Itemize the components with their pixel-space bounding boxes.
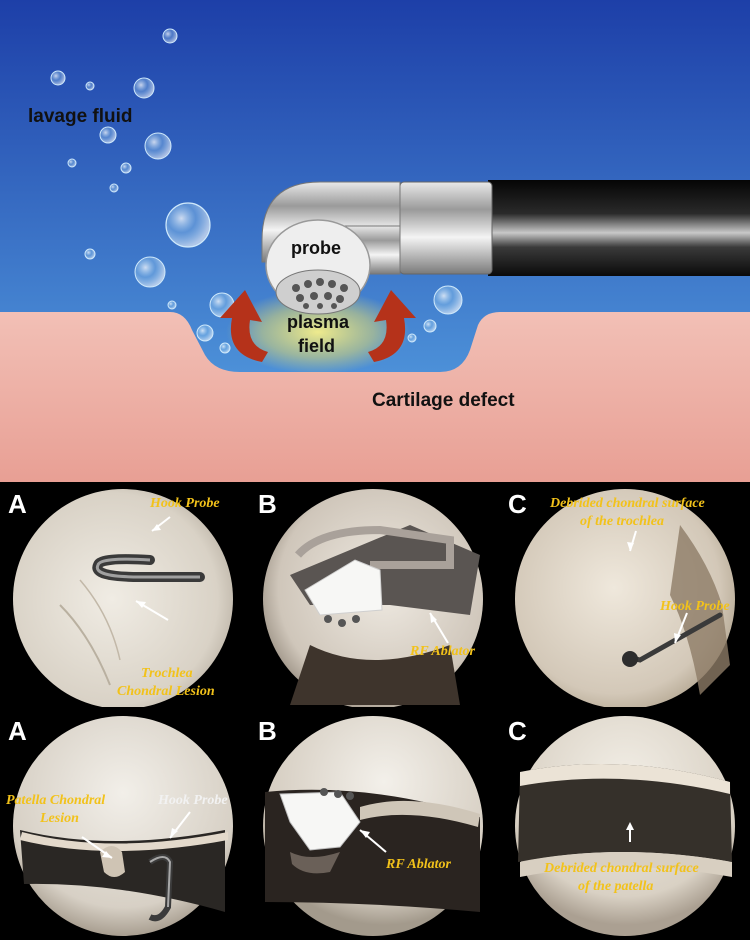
annotation-hook-probe: Hook Probe <box>158 793 228 808</box>
arthroscopic-view <box>13 716 233 936</box>
arthroscopic-view <box>515 716 735 936</box>
schematic-drawing <box>0 0 750 482</box>
rf-probe-instrument <box>261 180 750 315</box>
probe-label: probe <box>291 238 342 258</box>
plasma-label: plasma <box>287 312 350 332</box>
field-label: field <box>298 336 336 356</box>
annotation-rf-ablator: RF Ablator <box>386 857 451 872</box>
annotation-chondral-lesion: Chondral Lesion <box>117 684 215 699</box>
annotation-hook-probe: Hook Probe <box>150 496 220 511</box>
panel-row2-a: A Patella Chondral Lesion Hook Probe <box>0 712 246 940</box>
rf-ablation-schematic: lavage fluid probe plasma field Cartilag… <box>0 0 750 482</box>
panel-row1-b: B RF Ablator <box>250 485 496 707</box>
annotation-trochlea: Trochlea <box>141 666 193 681</box>
arthroscopic-view <box>263 716 483 936</box>
panel-letter: B <box>258 489 277 519</box>
panel-row2-b: B RF Ablator <box>250 712 496 940</box>
panel-letter: C <box>508 489 527 519</box>
annotation-lesion: Lesion <box>40 811 79 826</box>
panel-row1-a: A Hook Probe Trochlea Chondral Lesion <box>0 485 246 707</box>
panel-row1-c: C Debrided chondral surface of the troch… <box>500 485 750 707</box>
panel-letter: B <box>258 716 277 746</box>
annotation-debrided-surface: Debrided chondral surface <box>550 496 705 511</box>
annotation-rf-ablator: RF Ablator <box>410 644 475 659</box>
annotation-patella-chondral: Patella Chondral <box>6 793 106 808</box>
annotation-debrided-surface: Debrided chondral surface <box>544 861 699 876</box>
annotation-of-the-trochlea: of the trochlea <box>580 514 664 529</box>
panel-letter: A <box>8 716 27 746</box>
panel-row2-c: C Debrided chondral surface of the patel… <box>500 712 750 940</box>
lavage-fluid-label: lavage fluid <box>28 106 133 127</box>
panel-letter: C <box>508 716 527 746</box>
annotation-of-the-patella: of the patella <box>578 879 654 894</box>
arthroscopic-view <box>515 489 735 707</box>
arthroscopic-view <box>13 489 233 707</box>
panel-letter: A <box>8 489 27 519</box>
plasma-flow-arrows <box>220 290 416 362</box>
annotation-hook-probe: Hook Probe <box>660 599 730 614</box>
cartilage-defect-label: Cartilage defect <box>372 390 515 411</box>
arthroscopic-view <box>263 489 483 707</box>
